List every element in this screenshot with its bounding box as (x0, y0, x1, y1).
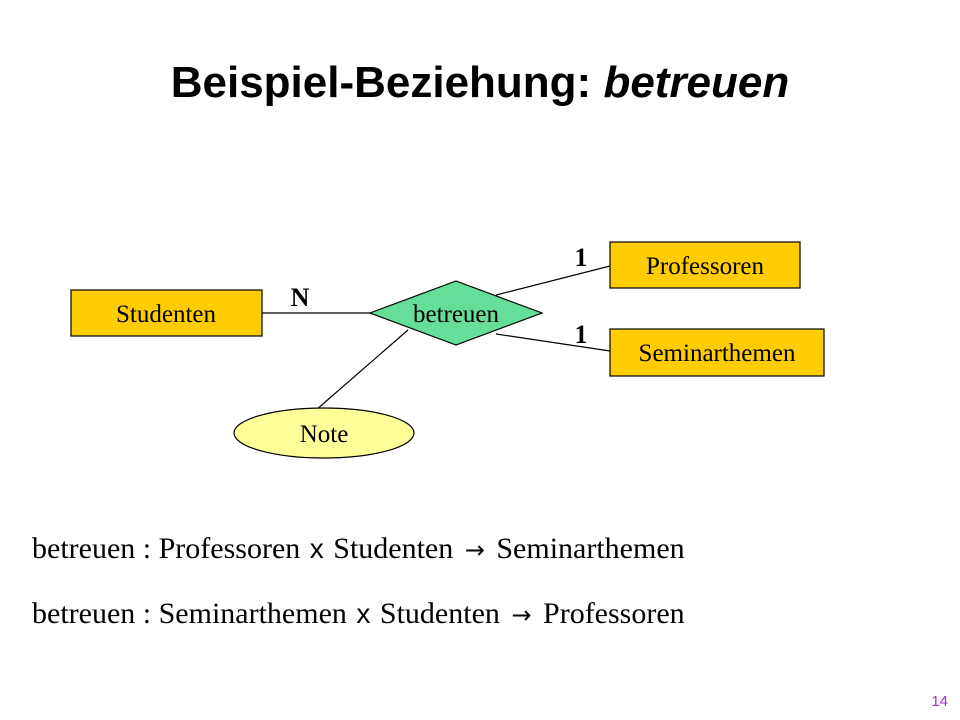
entity-professoren[interactable]: Professoren (609, 241, 801, 289)
formula-1-arrow-icon: → (464, 536, 485, 564)
entity-studenten-box (70, 289, 263, 337)
attribute-note-ellipse (233, 407, 415, 459)
entity-professoren-box (609, 241, 801, 289)
edge-betreuen-professoren (495, 265, 611, 296)
relationship-betreuen-diamond (368, 280, 544, 346)
entity-studenten-label: Studenten (116, 301, 216, 328)
attribute-note[interactable]: Note (233, 407, 415, 459)
cardinality-seminarthemen: 1 (575, 320, 588, 349)
entity-seminarthemen[interactable]: Seminarthemen (609, 328, 825, 377)
formula-2-arrow-icon: → (511, 601, 532, 629)
formula-2-operand2: Studenten (379, 597, 500, 630)
formula-1-relation: betreuen (32, 532, 136, 565)
formula-1-separator: : (135, 532, 159, 565)
formula-2-cross: x (356, 598, 371, 629)
formula-2-separator: : (135, 597, 159, 630)
formula-1-cross: x (309, 533, 324, 564)
formula-2-operand1: Seminarthemen (158, 597, 347, 630)
entity-seminarthemen-box (609, 328, 825, 377)
formula-1-operand2: Studenten (333, 532, 454, 565)
formula-1: betreuen : Professoren x Studenten → Sem… (32, 532, 685, 566)
formula-2: betreuen : Seminarthemen x Studenten → P… (32, 597, 685, 631)
edge-betreuen-seminarthemen (495, 333, 611, 352)
entity-professoren-label: Professoren (646, 253, 765, 280)
formula-1-operand1: Professoren (158, 532, 301, 565)
title-emphasis: betreuen (603, 58, 790, 107)
title-prefix: Beispiel-Beziehung: (170, 58, 604, 107)
entity-studenten[interactable]: Studenten (70, 289, 263, 337)
cardinality-studenten: N (291, 283, 310, 312)
cardinality-professoren: 1 (575, 243, 588, 272)
slide-title: Beispiel-Beziehung: betreuen (0, 58, 960, 108)
edge-betreuen-note (315, 329, 409, 411)
formula-2-relation: betreuen (32, 597, 136, 630)
page-number: 14 (931, 693, 948, 710)
formula-1-result: Seminarthemen (496, 532, 685, 565)
relationship-betreuen-label: betreuen (413, 301, 500, 328)
relationship-betreuen[interactable]: betreuen (368, 280, 544, 346)
entity-seminarthemen-label: Seminarthemen (639, 340, 796, 367)
attribute-note-label: Note (300, 421, 349, 448)
formula-2-result: Professoren (543, 597, 685, 630)
